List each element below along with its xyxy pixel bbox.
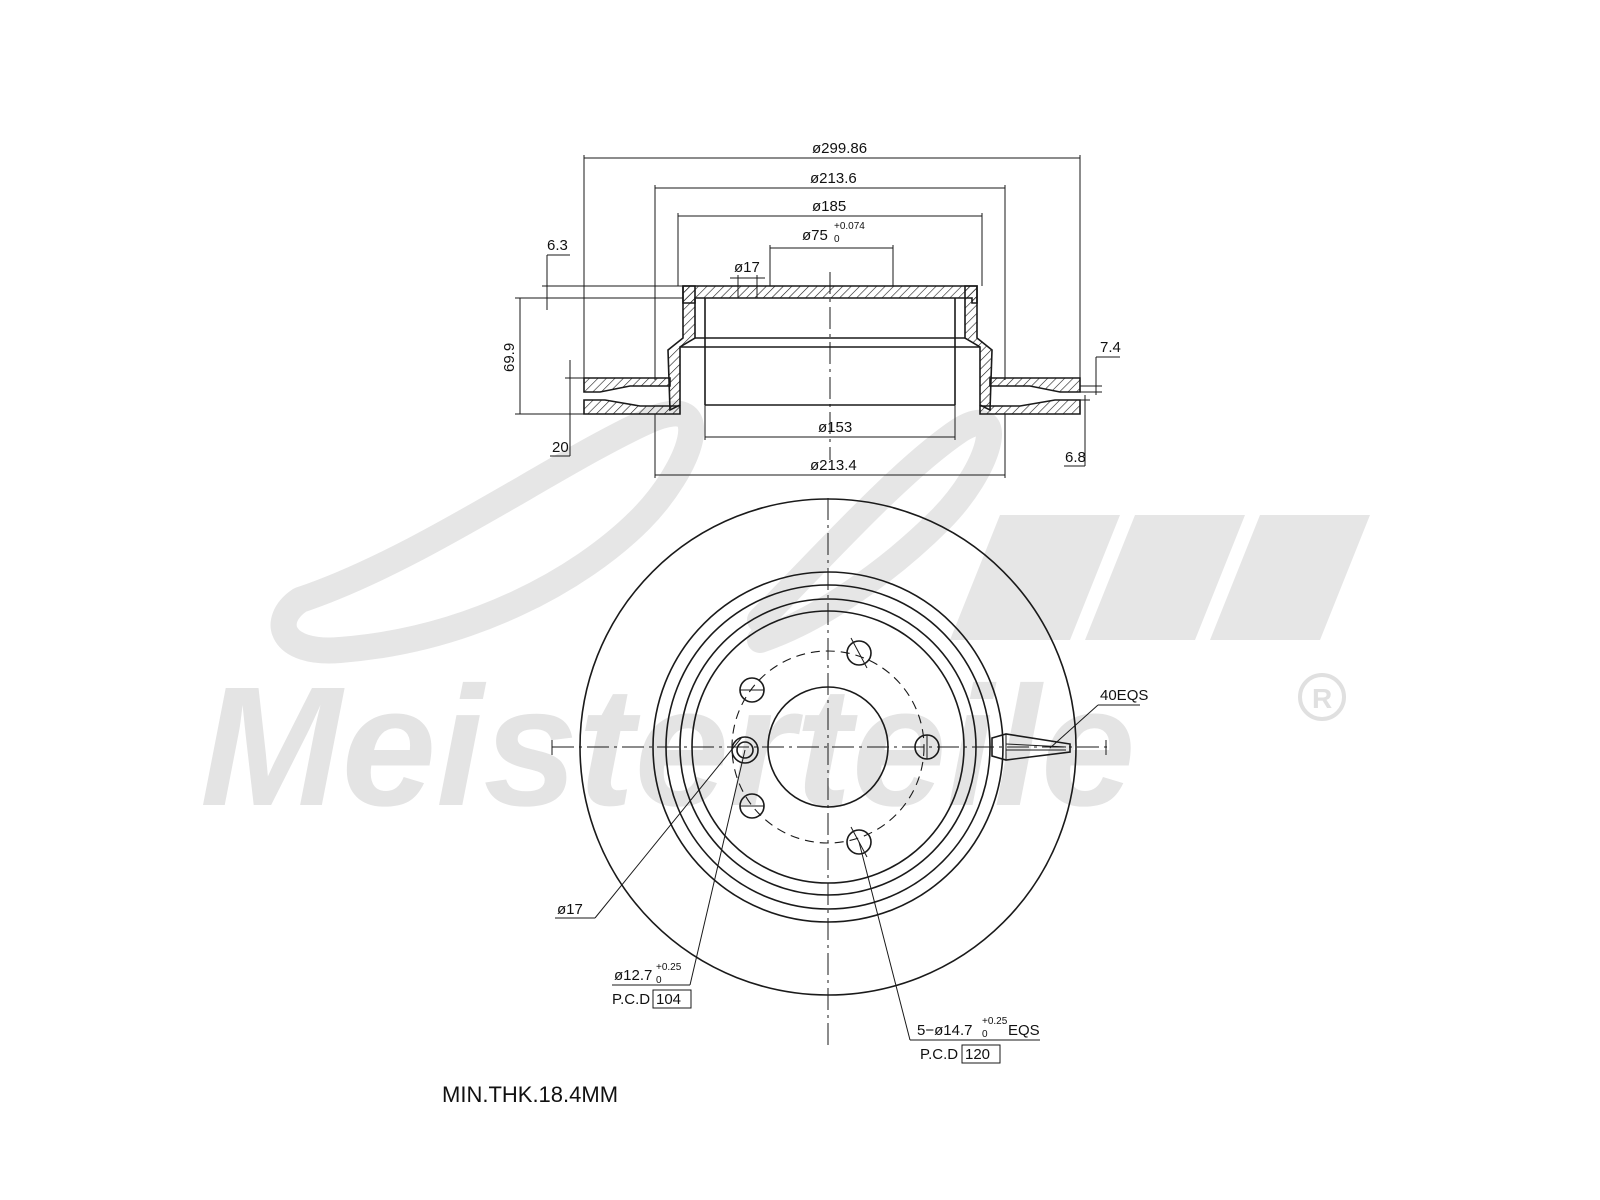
vent-detail: 40EQS — [991, 687, 1148, 761]
watermark-swash — [270, 400, 705, 664]
center-bore — [767, 686, 889, 808]
dim-ring-top: 7.4 — [1100, 339, 1121, 356]
dim-friction-thk: 20 — [552, 439, 569, 456]
ring-right-top — [989, 377, 1081, 393]
hat-left-wall — [667, 285, 696, 412]
label-bolt-holes: 5−ø14.7 — [917, 1022, 972, 1039]
label-bolt-suffix: EQS — [1008, 1022, 1040, 1039]
dim-hat-base: ø213.4 — [810, 457, 857, 474]
bolt-hole — [846, 640, 872, 666]
ring-left-top — [583, 377, 671, 393]
dim-ring-inner: ø153 — [818, 419, 852, 436]
section-view: ø299.86 ø213.6 ø185 ø75 +0.074 0 ø17 6.3… — [501, 140, 1121, 478]
label-hole17: ø17 — [557, 901, 583, 918]
dim-hat-top-thk: 6.3 — [547, 237, 568, 254]
label-pcd-prefix-large: P.C.D — [920, 1046, 958, 1063]
hat-face-edge-2 — [691, 610, 965, 884]
label-pcd-large: 120 — [965, 1046, 990, 1063]
label-bolt-tol-upper: +0.25 — [982, 1016, 1008, 1027]
leader-bolt — [858, 841, 911, 1041]
hat-edge-2 — [665, 584, 991, 910]
watermark: Meisterteile R — [200, 400, 1370, 842]
label-pcd-prefix-small: P.C.D — [612, 991, 650, 1008]
pin-hole-inner — [736, 741, 754, 759]
label-bolt-tol-lower: 0 — [982, 1029, 988, 1040]
ring-right-bottom — [979, 399, 1081, 415]
vent-leader — [1049, 704, 1099, 749]
dim-ring-bottom: 6.8 — [1065, 449, 1086, 466]
bolt-hole-center — [850, 637, 868, 669]
pcd-large-box — [961, 1044, 1001, 1064]
dim-bore-tol-upper: +0.074 — [834, 221, 865, 232]
dim-hat-outer: ø213.6 — [810, 170, 857, 187]
label-pin-tol-upper: +0.25 — [656, 962, 682, 973]
front-view: 40EQS ø17 ø12.7 +0.25 0 P.C.D 104 5−ø14.… — [551, 498, 1148, 1064]
dim-total-height: 69.9 — [501, 343, 518, 372]
bolt-holes — [739, 637, 940, 858]
pcd-small-box — [652, 989, 692, 1009]
label-pcd-small: 104 — [656, 991, 681, 1008]
label-vents: 40EQS — [1100, 687, 1148, 704]
registered-mark — [1298, 673, 1346, 721]
dim-bore-tol-lower: 0 — [834, 234, 840, 245]
dim-hat-face: ø185 — [812, 198, 846, 215]
watermark-bars — [950, 515, 1370, 640]
vent-line — [1005, 743, 1067, 748]
hat-outer-edge — [652, 571, 1004, 923]
dim-hole: ø17 — [734, 259, 760, 276]
dim-outer-diameter: ø299.86 — [812, 140, 867, 157]
registered-letter: R — [1312, 683, 1332, 714]
label-pin-tol-lower: 0 — [656, 975, 662, 986]
dim-center-bore: ø75 — [802, 227, 828, 244]
watermark-swash-2 — [747, 410, 1002, 653]
bolt-hole — [846, 829, 872, 855]
hat-right-wall — [964, 285, 993, 412]
disc-outer-edge — [579, 498, 1077, 996]
leader-pin — [689, 749, 746, 986]
min-thickness-note: MIN.THK.18.4MM — [442, 1082, 618, 1107]
hat-face-edge — [679, 598, 977, 896]
leader-hole17 — [594, 736, 743, 919]
label-pin-hole: ø12.7 — [614, 967, 652, 984]
